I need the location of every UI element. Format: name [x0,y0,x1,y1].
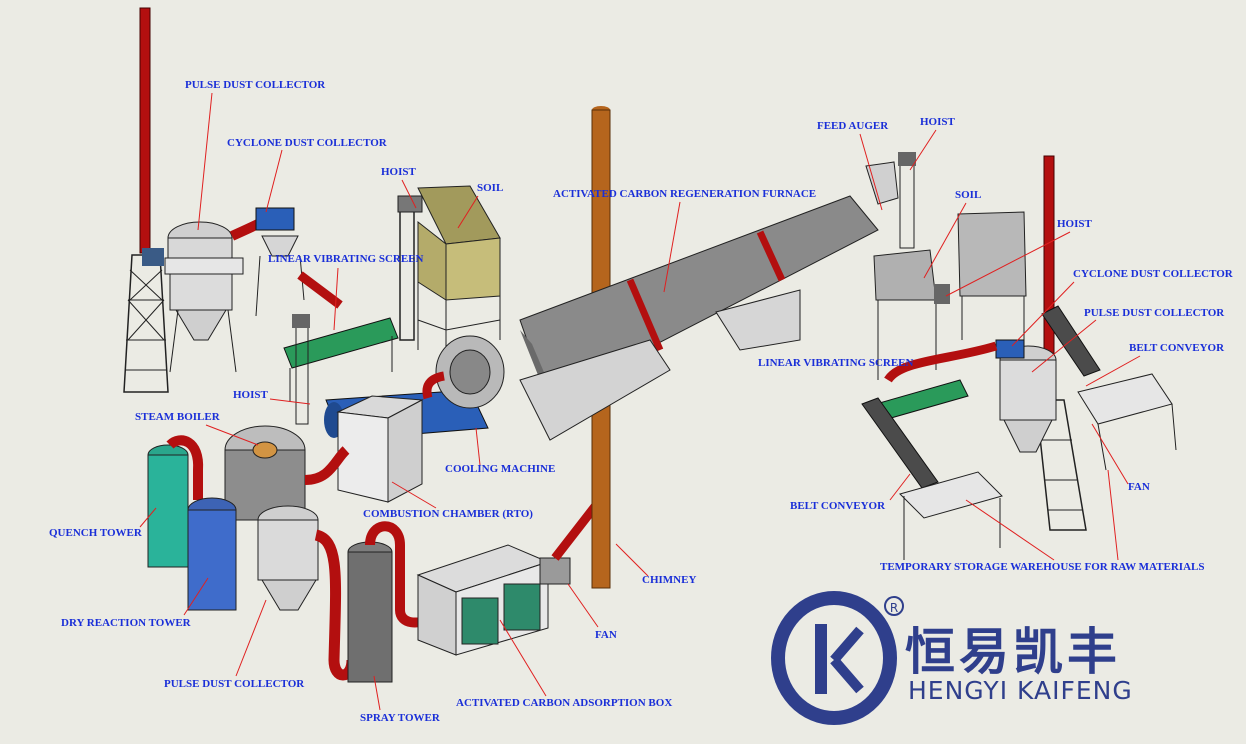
registered-mark: R [884,596,904,616]
brand-name-chinese: 恒易凯丰 [905,623,1121,681]
label-belt-conveyor-right: BELT CONVEYOR [1129,342,1225,354]
label-hoist-right: HOIST [1057,218,1092,230]
hoist-left-mid [292,314,310,425]
activated-carbon-adsorption-box [416,544,550,656]
label-pulse-dust-collector-top: PULSE DUST COLLECTOR [185,79,326,91]
regeneration-furnace [422,195,879,441]
leader-lines [139,92,1141,711]
dust-collectors-right [884,339,1057,453]
label-hoist-top-left: HOIST [381,166,416,178]
label-combustion-chamber: COMBUSTION CHAMBER (RTO) [363,508,533,520]
label-regeneration-furnace: ACTIVATED CARBON REGENERATION FURNACE [553,188,817,200]
label-cyclone-dust-collector-right: CYCLONE DUST COLLECTOR [1073,268,1233,280]
label-temporary-storage: TEMPORARY STORAGE WAREHOUSE FOR RAW MATE… [880,561,1205,573]
label-linear-vibrating-screen-right: LINEAR VIBRATING SCREEN [758,357,914,369]
label-cyclone-dust-collector-left: CYCLONE DUST COLLECTOR [227,137,387,149]
cyclone-dust-collector-top [229,207,305,317]
label-soil-right: SOIL [955,189,982,201]
label-activated-carbon-adsorption-box: ACTIVATED CARBON ADSORPTION BOX [456,697,673,709]
storage-bins-right [899,373,1177,560]
pulse-dust-collector-bottom [257,505,358,681]
label-belt-conveyor-mid: BELT CONVEYOR [790,500,886,512]
hoist-and-soil-left [397,185,501,352]
label-pulse-dust-collector-bottom: PULSE DUST COLLECTOR [164,678,305,690]
feed-auger-and-hoist-right [865,152,916,249]
combustion-chamber [336,395,424,503]
belt-conveyors [861,305,1101,489]
pulse-dust-collector-top [164,221,244,373]
label-fan-bottom: FAN [595,629,617,641]
label-linear-vibrating-screen-left: LINEAR VIBRATING SCREEN [268,253,424,265]
label-cooling-machine: COOLING MACHINE [445,463,556,475]
soil-and-hoist-right [873,211,1027,380]
brand-name-english: HENGYI KAIFENG [908,676,1133,705]
label-hoist-top-right: HOIST [920,116,955,128]
quench-tower [147,435,204,568]
label-soil-left: SOIL [477,182,504,194]
label-pulse-dust-collector-right: PULSE DUST COLLECTOR [1084,307,1225,319]
label-spray-tower: SPRAY TOWER [360,712,440,724]
label-fan-right: FAN [1128,481,1150,493]
label-hoist-left-mid: HOIST [233,389,268,401]
linear-vibrating-screen-left [283,271,399,402]
label-feed-auger: FEED AUGER [817,120,889,132]
label-steam-boiler: STEAM BOILER [135,411,220,423]
dry-reaction-tower [187,497,237,611]
brand-logo-mark [771,591,897,725]
left-red-stack [123,7,169,393]
label-chimney: CHIMNEY [642,574,697,586]
label-dry-reaction-tower: DRY REACTION TOWER [61,617,191,629]
label-quench-tower: QUENCH TOWER [49,527,142,539]
